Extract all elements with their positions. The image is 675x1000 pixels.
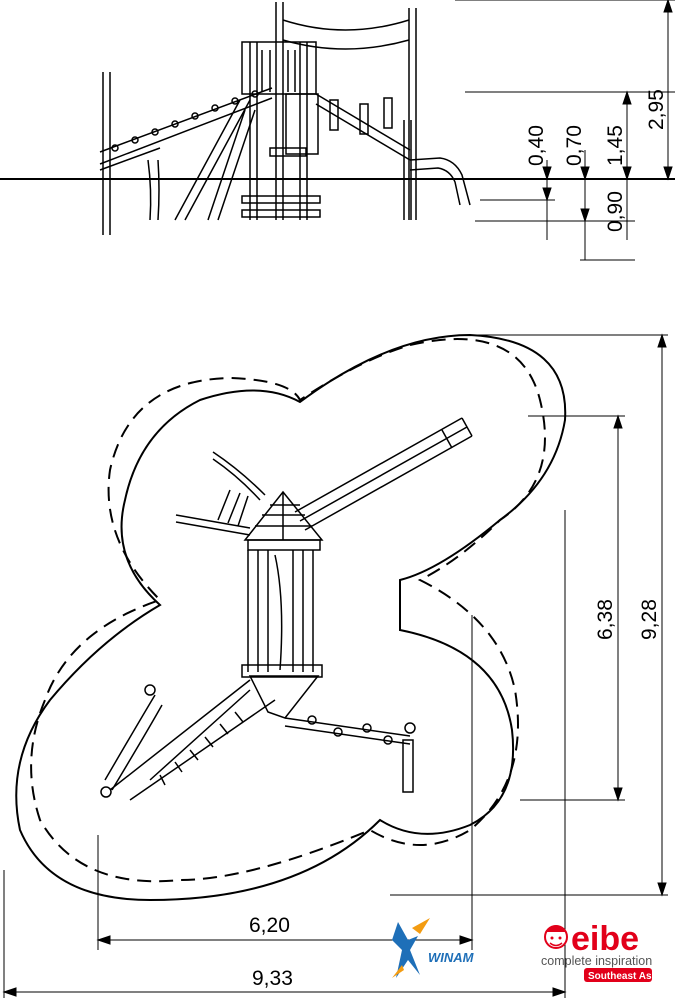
plan-dimension-lines bbox=[2, 333, 668, 998]
plan-walkway bbox=[241, 550, 323, 678]
winam-figure-icon bbox=[392, 922, 420, 978]
eibe-mascot-icon bbox=[544, 925, 568, 949]
climbing-ramp bbox=[99, 87, 273, 221]
dim-145: 1,45 bbox=[604, 125, 627, 166]
plan-slide bbox=[294, 417, 473, 531]
plan-view bbox=[2, 333, 668, 998]
left-post bbox=[102, 72, 111, 235]
eibe-wordmark: eibe bbox=[571, 920, 639, 958]
dim-638: 6,38 bbox=[594, 599, 617, 640]
fall-zone-dashed-outline bbox=[30, 338, 546, 883]
elevation-view bbox=[0, 0, 675, 261]
eibe-logo: eibe complete inspiration Southeast Asia bbox=[541, 920, 660, 982]
plan-climbing-net bbox=[175, 451, 266, 536]
elevation-dimension-lines bbox=[455, 0, 675, 261]
tower-canopy bbox=[275, 2, 417, 220]
dim-090: 0,90 bbox=[604, 191, 627, 232]
eibe-region-badge bbox=[584, 968, 652, 982]
safety-surface-outline bbox=[15, 333, 567, 902]
slide-bridge bbox=[315, 93, 471, 220]
eibe-region-label: Southeast Asia bbox=[588, 971, 660, 982]
dim-295: 2,95 bbox=[645, 89, 668, 130]
eibe-tagline: complete inspiration bbox=[541, 954, 652, 968]
dim-620: 6,20 bbox=[249, 914, 290, 937]
central-tower bbox=[241, 41, 321, 220]
winam-wordmark: WINAM bbox=[428, 950, 475, 965]
plan-balance-arm bbox=[284, 715, 416, 793]
plan-lower-ramp bbox=[100, 675, 320, 801]
dim-933: 9,33 bbox=[252, 967, 293, 990]
plan-tower-platform bbox=[243, 490, 324, 551]
dim-070: 0,70 bbox=[563, 125, 586, 166]
dim-040: 0,40 bbox=[525, 125, 548, 166]
dim-928: 9,28 bbox=[638, 599, 661, 640]
winam-logo: WINAM bbox=[392, 918, 475, 978]
